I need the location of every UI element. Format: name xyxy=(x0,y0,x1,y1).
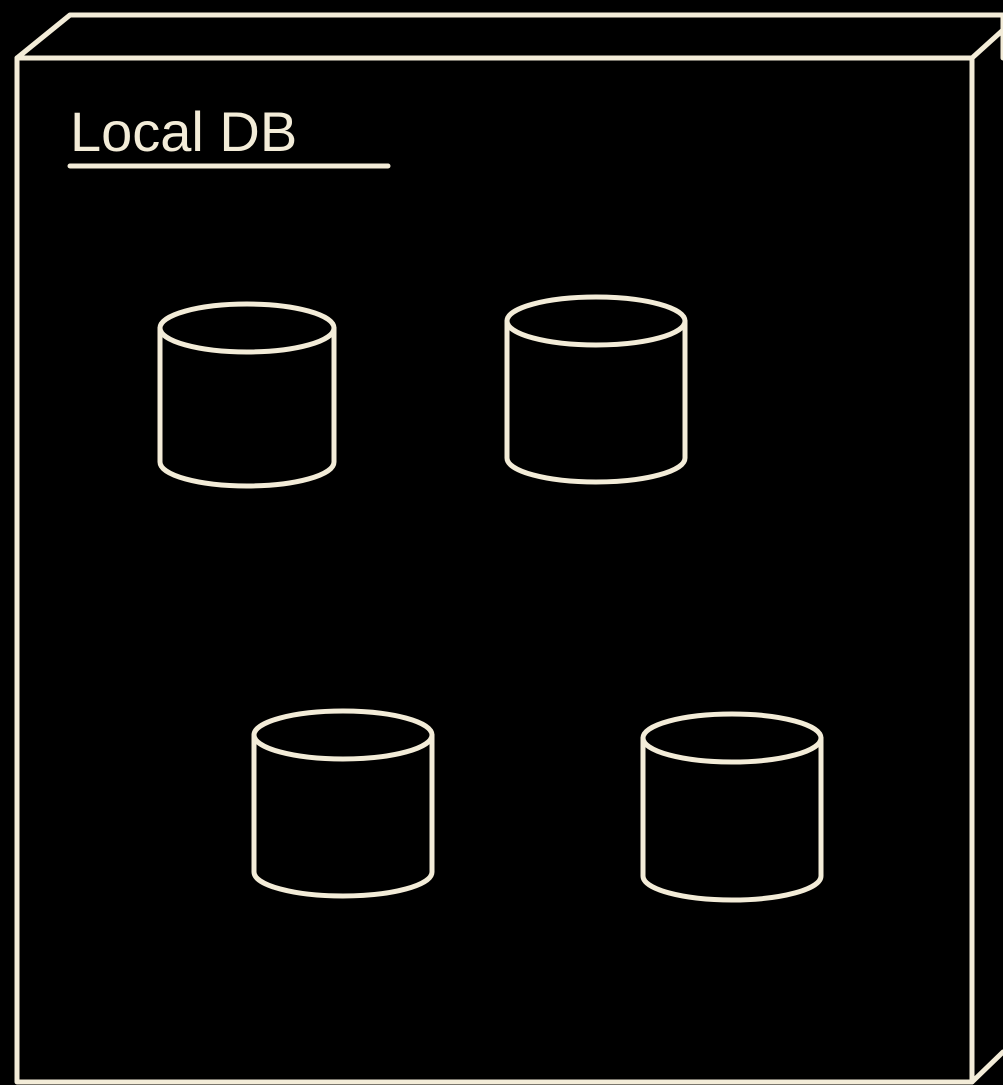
node-title: Local DB xyxy=(70,100,297,163)
node-top-right-edge xyxy=(969,27,1003,61)
node-local-db[interactable]: Local DB xyxy=(14,12,1003,1085)
database-icon-3[interactable] xyxy=(251,708,435,899)
database-icon-1[interactable] xyxy=(157,301,337,489)
database-4-body xyxy=(640,735,824,903)
node-top-face xyxy=(14,12,1003,61)
database-3-body xyxy=(251,732,435,899)
node-bottom-right-edge xyxy=(969,1049,1003,1085)
database-icon-4[interactable] xyxy=(640,711,824,903)
database-icon-2[interactable] xyxy=(504,294,688,485)
database-1-body xyxy=(157,325,337,489)
database-2-body xyxy=(504,318,688,485)
